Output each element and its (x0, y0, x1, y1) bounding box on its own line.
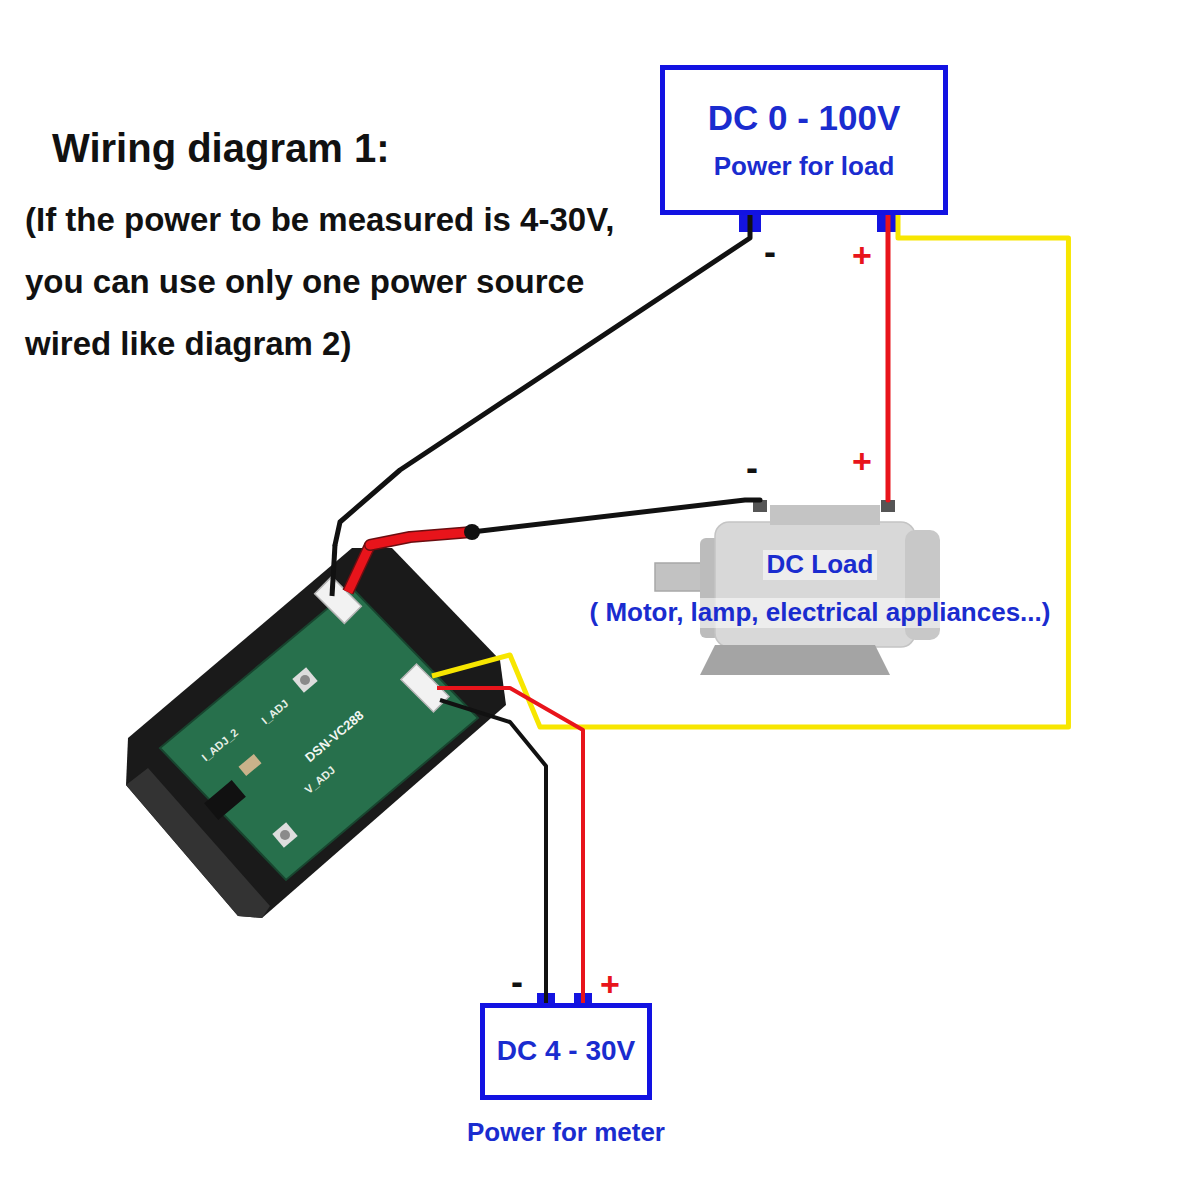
box-caption: Power for load (714, 152, 895, 182)
circuit-board (160, 588, 478, 880)
meter-housing (126, 548, 506, 918)
diagram-title: Wiring diagram 1: (52, 124, 389, 172)
wire-end (332, 545, 335, 596)
potentiometer-screw (280, 830, 290, 840)
label-holder: + (600, 965, 620, 1004)
label-holder: I_ADJ (259, 697, 291, 727)
wire (335, 215, 750, 545)
junction-dot (464, 524, 480, 540)
label-holder: I_ADJ_2 (199, 726, 240, 764)
meter-ground-wire (335, 215, 750, 545)
motor-bell (905, 530, 940, 640)
polarity-minus: - (511, 961, 523, 1002)
load-negative-wire (370, 500, 760, 545)
meter-power-box: DC 4 - 30V Power for meter (465, 1003, 667, 1148)
motor-shaft (655, 563, 707, 591)
label-holder: + (852, 442, 872, 481)
meter-illustration (126, 548, 506, 918)
label-holder: (If the power to be measured is 4-30V, y… (25, 189, 645, 375)
potentiometer (272, 822, 297, 847)
box-caption: Power for meter (467, 1118, 665, 1148)
voltage-sense-wire (510, 215, 1068, 727)
label-holder: + (852, 236, 872, 275)
note: (If the power to be measured is 4-30V, y… (25, 189, 645, 375)
meter-wire-ends (332, 545, 510, 722)
pcb-silkscreen: I_ADJ_2 (199, 726, 240, 764)
potentiometer (292, 667, 317, 692)
pcb-silkscreen: V_ADJ (302, 764, 337, 796)
title-holder: Wiring diagram 1: (52, 124, 389, 172)
wire (510, 688, 583, 1003)
voltage-range: DC 0 - 100V (708, 98, 901, 138)
model-number-holder: DSN-VC288 (303, 708, 367, 765)
polarity-minus: - (746, 447, 758, 488)
box-outline: DC 4 - 30V (480, 1003, 652, 1100)
wire (370, 532, 472, 545)
wire-end (432, 655, 510, 676)
label-holder: - (746, 447, 758, 488)
wire (472, 500, 760, 532)
wire (510, 722, 546, 1003)
voltmeter-ammeter: DSN-VC288 (125, 545, 510, 920)
load-examples: ( Motor, lamp, electrical appliances...) (586, 598, 1055, 628)
load-power-box: DC 0 - 100V Power for load (660, 65, 948, 215)
label-holder: - (764, 231, 776, 272)
wire (510, 215, 1068, 727)
meter-supply-negative (510, 722, 546, 1003)
load-power-terminals (739, 213, 899, 232)
dc-load: DC Load ( Motor, lamp, electrical applian… (560, 500, 1080, 680)
label-holder: - (511, 961, 523, 1002)
wire-end (437, 686, 510, 690)
chip (204, 780, 246, 820)
wire (886, 215, 891, 500)
terminal-box (770, 505, 880, 525)
motor-illustration (655, 500, 940, 675)
wire-end (440, 700, 510, 722)
potentiometer-screw (300, 675, 310, 685)
voltage-range: DC 4 - 30V (497, 1035, 636, 1067)
load-positive-wire (888, 215, 889, 500)
resistor-array (238, 754, 261, 776)
motor-body (715, 522, 915, 647)
load-name: DC Load (763, 550, 878, 580)
label-holder: V_ADJ (302, 764, 337, 796)
polarity-plus: + (600, 965, 620, 1004)
polarity-plus: + (852, 442, 872, 481)
pcb-silkscreen: I_ADJ (259, 697, 291, 727)
polarity-plus: + (852, 236, 872, 275)
polarity-minus: - (764, 231, 776, 272)
load-text-column: DC Load ( Motor, lamp, electrical applian… (560, 550, 1080, 628)
wire-end (348, 545, 370, 592)
motor-base (700, 645, 890, 675)
wire-end (348, 545, 370, 592)
wire-outline (370, 532, 472, 545)
meter-supply-positive (510, 688, 583, 1003)
model-number: DSN-VC288 (303, 708, 367, 765)
